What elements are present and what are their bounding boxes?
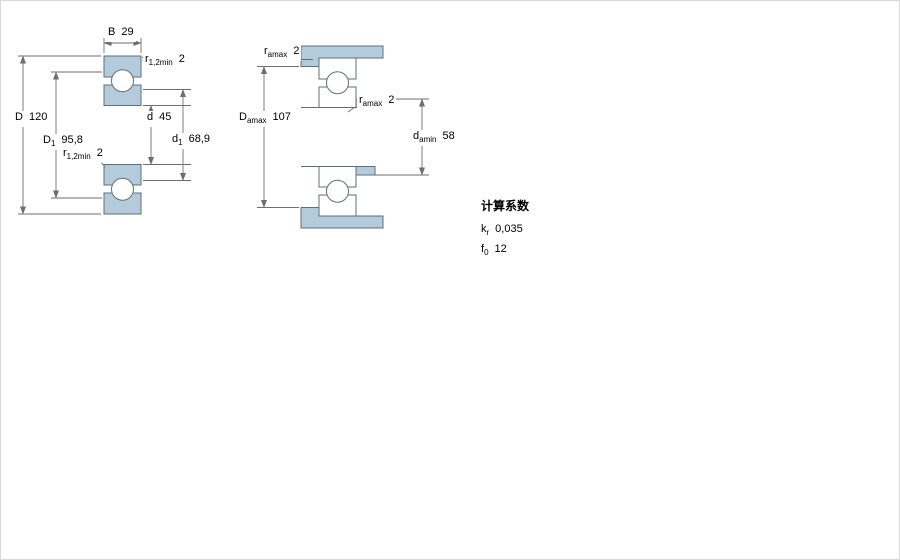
dim-symbol: d	[413, 130, 420, 142]
dim-symbol: D	[239, 111, 247, 123]
left-dimension-lines	[18, 38, 191, 215]
dim-label-Damax: Damax 107	[237, 111, 293, 128]
factor-symbol: f	[481, 243, 485, 256]
dim-symbol: d	[147, 111, 154, 123]
dim-value: 2	[178, 53, 185, 65]
ball-bottom	[326, 179, 349, 203]
dim-label-r12min-bottom: r1,2min 2	[61, 147, 105, 164]
dim-subscript: amin	[419, 135, 437, 145]
dim-symbol: r	[145, 53, 149, 65]
dim-symbol: r	[359, 94, 363, 106]
dim-line-Damax	[257, 66, 299, 208]
left-bearing-section	[103, 55, 142, 215]
calc-factor-kr: kr 0,035	[481, 223, 529, 239]
leader-ramax-mid	[347, 106, 356, 113]
dim-subscript: amax	[246, 116, 267, 126]
dim-value: 68,9	[188, 133, 210, 145]
calculation-factors: 计算系数 kr 0,035 f0 12	[481, 197, 529, 263]
dim-symbol: r	[63, 147, 67, 159]
dim-subscript: 1,2min	[66, 152, 91, 162]
dim-label-B: B 29	[106, 26, 136, 43]
dim-line-B	[103, 38, 142, 53]
dim-value: 58	[442, 130, 455, 142]
dim-symbol: D	[15, 111, 23, 123]
dim-value: 2	[388, 94, 395, 106]
dim-label-r12min-top: r1,2min 2	[143, 53, 187, 70]
dim-symbol: r	[264, 45, 268, 57]
dim-label-D: D 120	[13, 111, 50, 128]
dim-value: 29	[121, 26, 134, 38]
dim-subscript: 1	[178, 138, 183, 148]
dim-value: 120	[28, 111, 48, 123]
dim-value: 2	[293, 45, 300, 57]
dim-subscript: 1,2min	[148, 58, 173, 68]
dim-line-D	[18, 55, 101, 215]
dim-value: 95,8	[61, 134, 83, 146]
dim-label-ramax-top: ramax 2	[262, 45, 302, 62]
ball-top	[111, 69, 134, 93]
dim-subscript: amax	[362, 99, 383, 109]
factor-symbol: k	[481, 223, 487, 235]
ball-top	[326, 71, 349, 95]
dim-label-d: d 45	[145, 111, 174, 128]
dim-symbol: D	[43, 134, 51, 146]
ball-bottom	[111, 177, 134, 201]
factor-subscript: r	[486, 228, 490, 238]
shaft-shoulder-bottom	[355, 166, 376, 176]
dim-symbol: d	[172, 133, 179, 145]
dim-symbol: B	[108, 26, 116, 38]
shaft-surface-lines	[301, 98, 386, 176]
factor-subscript: 0	[484, 248, 489, 258]
dim-value: 107	[272, 111, 291, 123]
dim-subscript: amax	[267, 50, 288, 60]
dim-label-damin: damin 58	[411, 130, 457, 147]
calculation-factors-title: 计算系数	[481, 199, 530, 213]
dim-value: 45	[159, 111, 172, 123]
factor-value: 0,035	[495, 223, 523, 235]
factor-value: 12	[494, 243, 507, 256]
dim-label-ramax-mid: ramax 2	[357, 94, 397, 111]
dim-label-d1: d1 68,9	[170, 133, 212, 150]
dim-value: 2	[96, 147, 103, 159]
right-bearing-section	[318, 57, 357, 217]
dim-label-D1: D1 95,8	[41, 134, 85, 151]
dim-subscript: 1	[50, 139, 56, 149]
calc-factor-f0: f0 12	[481, 243, 529, 259]
